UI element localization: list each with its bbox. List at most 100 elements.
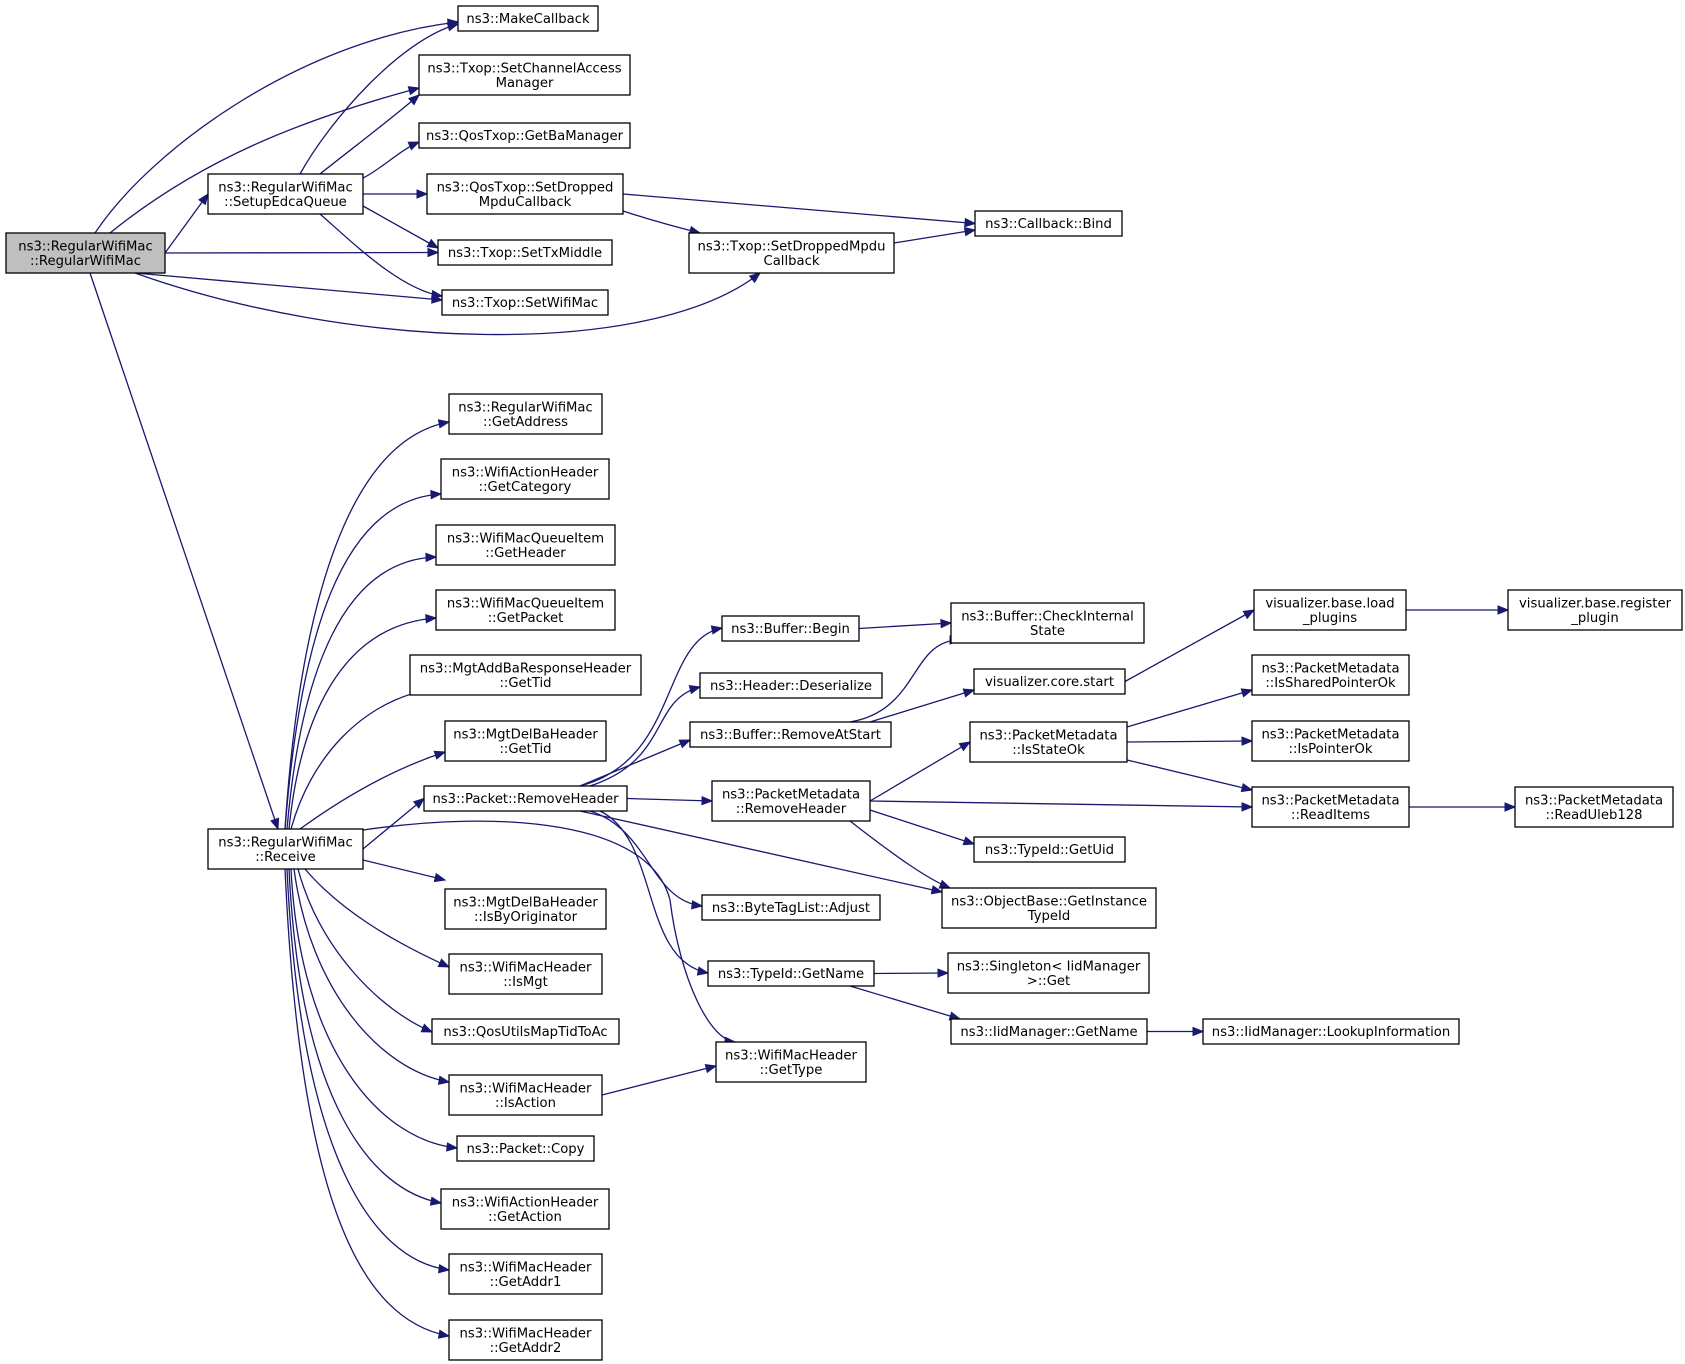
- node-box: [444, 720, 607, 762]
- edge-pktremoveheader-to-bufbegin: [579, 627, 723, 787]
- node-addbaresp[interactable]: ns3::MgtAddBaResponseHeader::GetTid: [409, 654, 642, 696]
- node-lookupinfo[interactable]: ns3::IidManager::LookupInformation: [1202, 1018, 1460, 1045]
- node-box: [418, 54, 631, 96]
- node-callbackbind[interactable]: ns3::Callback::Bind: [974, 210, 1123, 237]
- node-vizregplugin[interactable]: visualizer.base.register_plugin: [1507, 589, 1683, 631]
- node-makecallback[interactable]: ns3::MakeCallback: [457, 5, 599, 32]
- node-getbamanager[interactable]: ns3::QosTxop::GetBaManager: [418, 122, 631, 149]
- node-box: [973, 668, 1126, 695]
- node-vizcorestart[interactable]: visualizer.core.start: [973, 668, 1126, 695]
- arrowhead-pktremoveheader-to-typeidgetname: [696, 966, 710, 976]
- node-label: ns3::Buffer::RemoveAtStart: [700, 728, 881, 743]
- node-label: TypeId: [1027, 909, 1071, 924]
- node-setupedca[interactable]: ns3::RegularWifiMac::SetupEdcaQueue: [207, 173, 364, 215]
- node-label: ns3::PacketMetadata: [979, 728, 1117, 743]
- node-label: _plugins: [1302, 611, 1357, 626]
- edge-isstateok-to-isptrok: [1126, 740, 1253, 743]
- node-isptrok[interactable]: ns3::PacketMetadata::IsPointerOk: [1251, 720, 1410, 762]
- node-label: ::SetupEdcaQueue: [224, 195, 347, 210]
- node-getcategory[interactable]: ns3::WifiActionHeader::GetCategory: [440, 458, 610, 500]
- arrowhead-bufbegin-to-checkinternal: [940, 618, 953, 629]
- node-delbagettid[interactable]: ns3::MgtDelBaHeader::GetTid: [444, 720, 607, 762]
- arrowhead-receive-to-getaddr2: [437, 1329, 451, 1339]
- edge-setupedca-to-setwifimac: [319, 213, 443, 297]
- arrowhead-root-to-setchannelaccess: [407, 86, 421, 96]
- node-isaction[interactable]: ns3::WifiMacHeader::IsAction: [448, 1074, 603, 1116]
- node-bufremoveatstart[interactable]: ns3::Buffer::RemoveAtStart: [689, 721, 892, 748]
- arrowhead-receive-to-isaction: [437, 1075, 451, 1085]
- node-label: ns3::Txop::SetWifiMac: [452, 296, 598, 311]
- edge-qossetdropped-to-callbackbind: [622, 193, 976, 225]
- node-singletonget[interactable]: ns3::Singleton< IidManager>::Get: [947, 952, 1150, 994]
- node-pmremoveheader[interactable]: ns3::PacketMetadata::RemoveHeader: [711, 780, 871, 822]
- node-box: [448, 953, 603, 995]
- edge-pmremoveheader-to-isstateok: [869, 741, 971, 802]
- node-getaddress[interactable]: ns3::RegularWifiMac::GetAddress: [448, 393, 603, 435]
- node-box: [1251, 786, 1410, 828]
- node-bufbegin[interactable]: ns3::Buffer::Begin: [721, 615, 860, 642]
- node-getaddr2[interactable]: ns3::WifiMacHeader::GetAddr2: [448, 1319, 603, 1361]
- node-qosmaptid[interactable]: ns3::QosUtilsMapTidToAc: [431, 1018, 620, 1045]
- node-box: [707, 960, 875, 987]
- node-box: [456, 1135, 595, 1162]
- node-bytetagadjust[interactable]: ns3::ByteTagList::Adjust: [701, 894, 881, 921]
- edge-pktremoveheader-to-bufremoveatstart: [579, 739, 691, 787]
- node-issharedptr[interactable]: ns3::PacketMetadata::IsSharedPointerOk: [1251, 654, 1410, 696]
- node-box: [457, 5, 599, 32]
- node-iidgetname[interactable]: ns3::IidManager::GetName: [950, 1018, 1148, 1045]
- node-getaddr1[interactable]: ns3::WifiMacHeader::GetAddr1: [448, 1253, 603, 1295]
- node-hdrdeserialize[interactable]: ns3::Header::Deserialize: [699, 672, 883, 699]
- edge-receive-to-getaddr2: [284, 868, 450, 1337]
- node-box: [441, 289, 609, 316]
- node-label: ::GetPacket: [488, 611, 564, 626]
- node-getaction[interactable]: ns3::WifiActionHeader::GetAction: [440, 1188, 610, 1230]
- node-receive[interactable]: ns3::RegularWifiMac::Receive: [207, 828, 364, 870]
- node-typeidgetname[interactable]: ns3::TypeId::GetName: [707, 960, 875, 987]
- edge-root-to-txopsetdropped: [134, 272, 761, 336]
- node-label: ns3::WifiMacHeader: [460, 1326, 593, 1341]
- edge-receive-to-delbagettid: [299, 751, 446, 830]
- edge-receive-to-ismgt: [304, 868, 450, 968]
- node-label: ::IsSharedPointerOk: [1265, 676, 1396, 691]
- arrowhead-bufremoveatstart-to-vizcorestart: [962, 688, 976, 698]
- edge-bufremoveatstart-to-vizcorestart: [869, 689, 975, 723]
- node-isbyoriginator[interactable]: ns3::MgtDelBaHeader::IsByOriginator: [444, 888, 607, 930]
- node-gettype[interactable]: ns3::WifiMacHeader::GetType: [715, 1041, 867, 1083]
- node-getheader[interactable]: ns3::WifiMacQueueItem::GetHeader: [435, 524, 616, 566]
- node-settxmiddle[interactable]: ns3::Txop::SetTxMiddle: [437, 239, 613, 266]
- arrowhead-setupedca-to-setchannelaccess: [407, 94, 421, 106]
- node-label: ::GetType: [760, 1063, 823, 1078]
- node-ismgt[interactable]: ns3::WifiMacHeader::IsMgt: [448, 953, 603, 995]
- node-label: ns3::MgtAddBaResponseHeader: [420, 661, 632, 676]
- arrowhead-iidgetname-to-lookupinfo: [1192, 1026, 1205, 1037]
- arrowhead-receive-to-packetcopy: [446, 1142, 459, 1152]
- node-label: ns3::PacketMetadata: [1525, 793, 1663, 808]
- node-isstateok[interactable]: ns3::PacketMetadata::IsStateOk: [969, 721, 1128, 763]
- node-pktremoveheader[interactable]: ns3::Packet::RemoveHeader: [423, 785, 628, 812]
- node-label: ::IsMgt: [503, 975, 548, 990]
- node-label: ns3::WifiMacHeader: [460, 1260, 593, 1275]
- node-readuleb[interactable]: ns3::PacketMetadata::ReadUleb128: [1514, 786, 1674, 828]
- node-box: [721, 615, 860, 642]
- node-label: Manager: [496, 76, 554, 91]
- node-label: ::GetTid: [499, 742, 551, 757]
- node-typeidgetuid[interactable]: ns3::TypeId::GetUid: [973, 836, 1126, 863]
- node-vizloadplugins[interactable]: visualizer.base.load_plugins: [1253, 589, 1407, 631]
- node-root[interactable]: ns3::RegularWifiMac::RegularWifiMac: [5, 232, 166, 274]
- node-getpacket[interactable]: ns3::WifiMacQueueItem::GetPacket: [435, 589, 616, 631]
- node-setwifimac[interactable]: ns3::Txop::SetWifiMac: [441, 289, 609, 316]
- node-label: State: [1030, 624, 1065, 639]
- arrowhead-setupedca-to-setwifimac: [430, 289, 444, 300]
- arrowhead-pmremoveheader-to-isstateok: [958, 741, 972, 752]
- node-packetcopy[interactable]: ns3::Packet::Copy: [456, 1135, 595, 1162]
- node-label: ns3::Packet::RemoveHeader: [432, 792, 619, 807]
- edge-receive-to-isbyoriginator: [362, 859, 446, 881]
- edge-receive-to-pktremoveheader: [362, 797, 425, 850]
- node-readitems[interactable]: ns3::PacketMetadata::ReadItems: [1251, 786, 1410, 828]
- arrowhead-typeidgetname-to-singletonget: [937, 968, 950, 978]
